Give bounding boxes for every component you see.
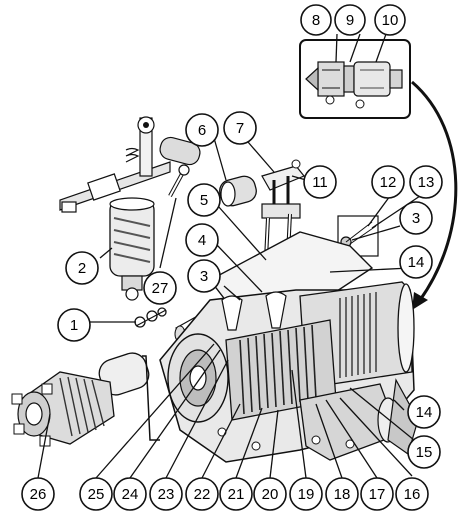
callout-22: 21	[219, 477, 253, 511]
callout-17: 16	[395, 477, 429, 511]
inset-arrow	[411, 80, 458, 301]
sensor-detail	[337, 215, 379, 257]
callout-16-label: 15	[416, 444, 433, 461]
callout-15: 14	[407, 395, 441, 429]
callout-2-label: 2	[78, 260, 86, 277]
callout-19: 18	[325, 477, 359, 511]
callout-25-label: 24	[122, 486, 139, 503]
callout-8-label: 8	[312, 12, 320, 29]
callout-11: 11	[303, 165, 337, 199]
detail-inset	[299, 39, 411, 119]
callout-16: 15	[407, 435, 441, 469]
callout-20-label: 19	[298, 486, 315, 503]
callout-12-label: 12	[380, 174, 397, 191]
output-yoke	[11, 352, 150, 447]
callout-18-label: 17	[369, 486, 386, 503]
callout-11-label: 11	[312, 174, 328, 191]
callout-5: 5	[187, 183, 221, 217]
callout-3a: 3	[187, 259, 221, 293]
callout-23-label: 22	[194, 486, 211, 503]
callout-27: 26	[21, 477, 55, 511]
callout-14-label: 14	[408, 254, 425, 271]
callout-27-label: 26	[30, 486, 47, 503]
callout-23: 22	[185, 477, 219, 511]
callout-5-label: 5	[200, 192, 208, 209]
callout-18: 17	[360, 477, 394, 511]
inset-arrow-head	[412, 292, 428, 310]
callout-9-label: 9	[346, 12, 354, 29]
callout-7-label: 7	[236, 120, 244, 137]
leader-lines	[37, 33, 421, 479]
callout-19-label: 18	[334, 486, 351, 503]
callout-28: 27	[143, 271, 177, 305]
shift-linkage	[59, 116, 201, 213]
callout-3a-label: 3	[200, 268, 208, 285]
callout-10: 10	[374, 4, 406, 36]
callout-21-label: 20	[262, 486, 279, 503]
assembly-bracket	[142, 355, 160, 441]
callout-1-label: 1	[70, 317, 78, 334]
callout-15-label: 14	[416, 404, 433, 421]
retaining-clip	[134, 307, 167, 328]
callout-8: 8	[300, 4, 332, 36]
callout-22-label: 21	[228, 486, 245, 503]
transmission-case	[159, 231, 419, 463]
callout-26-label: 25	[88, 486, 105, 503]
callout-21: 20	[253, 477, 287, 511]
callout-13-label: 13	[418, 174, 435, 191]
callout-24: 23	[149, 477, 183, 511]
callout-2: 2	[65, 251, 99, 285]
callout-10-label: 10	[382, 12, 399, 29]
callout-14: 14	[399, 245, 433, 279]
callout-6-label: 6	[198, 122, 206, 139]
callout-26: 25	[79, 477, 113, 511]
callout-3b: 3	[399, 201, 433, 235]
callout-4: 4	[185, 223, 219, 257]
bolt	[168, 164, 190, 197]
callout-7: 7	[223, 111, 257, 145]
selector-cylinder	[219, 175, 257, 207]
callout-20: 19	[289, 477, 323, 511]
spring-canister	[109, 197, 155, 301]
callout-25: 24	[113, 477, 147, 511]
callout-13: 13	[409, 165, 443, 199]
callout-6: 6	[185, 113, 219, 147]
callout-17-label: 16	[404, 486, 421, 503]
callout-9: 9	[334, 4, 366, 36]
selector-bracket	[261, 159, 305, 219]
callout-1: 1	[57, 308, 91, 342]
callout-24-label: 23	[158, 486, 175, 503]
callout-28-label: 27	[152, 280, 169, 297]
callout-3b-label: 3	[412, 210, 420, 227]
callout-12: 12	[371, 165, 405, 199]
callout-4-label: 4	[198, 232, 206, 249]
